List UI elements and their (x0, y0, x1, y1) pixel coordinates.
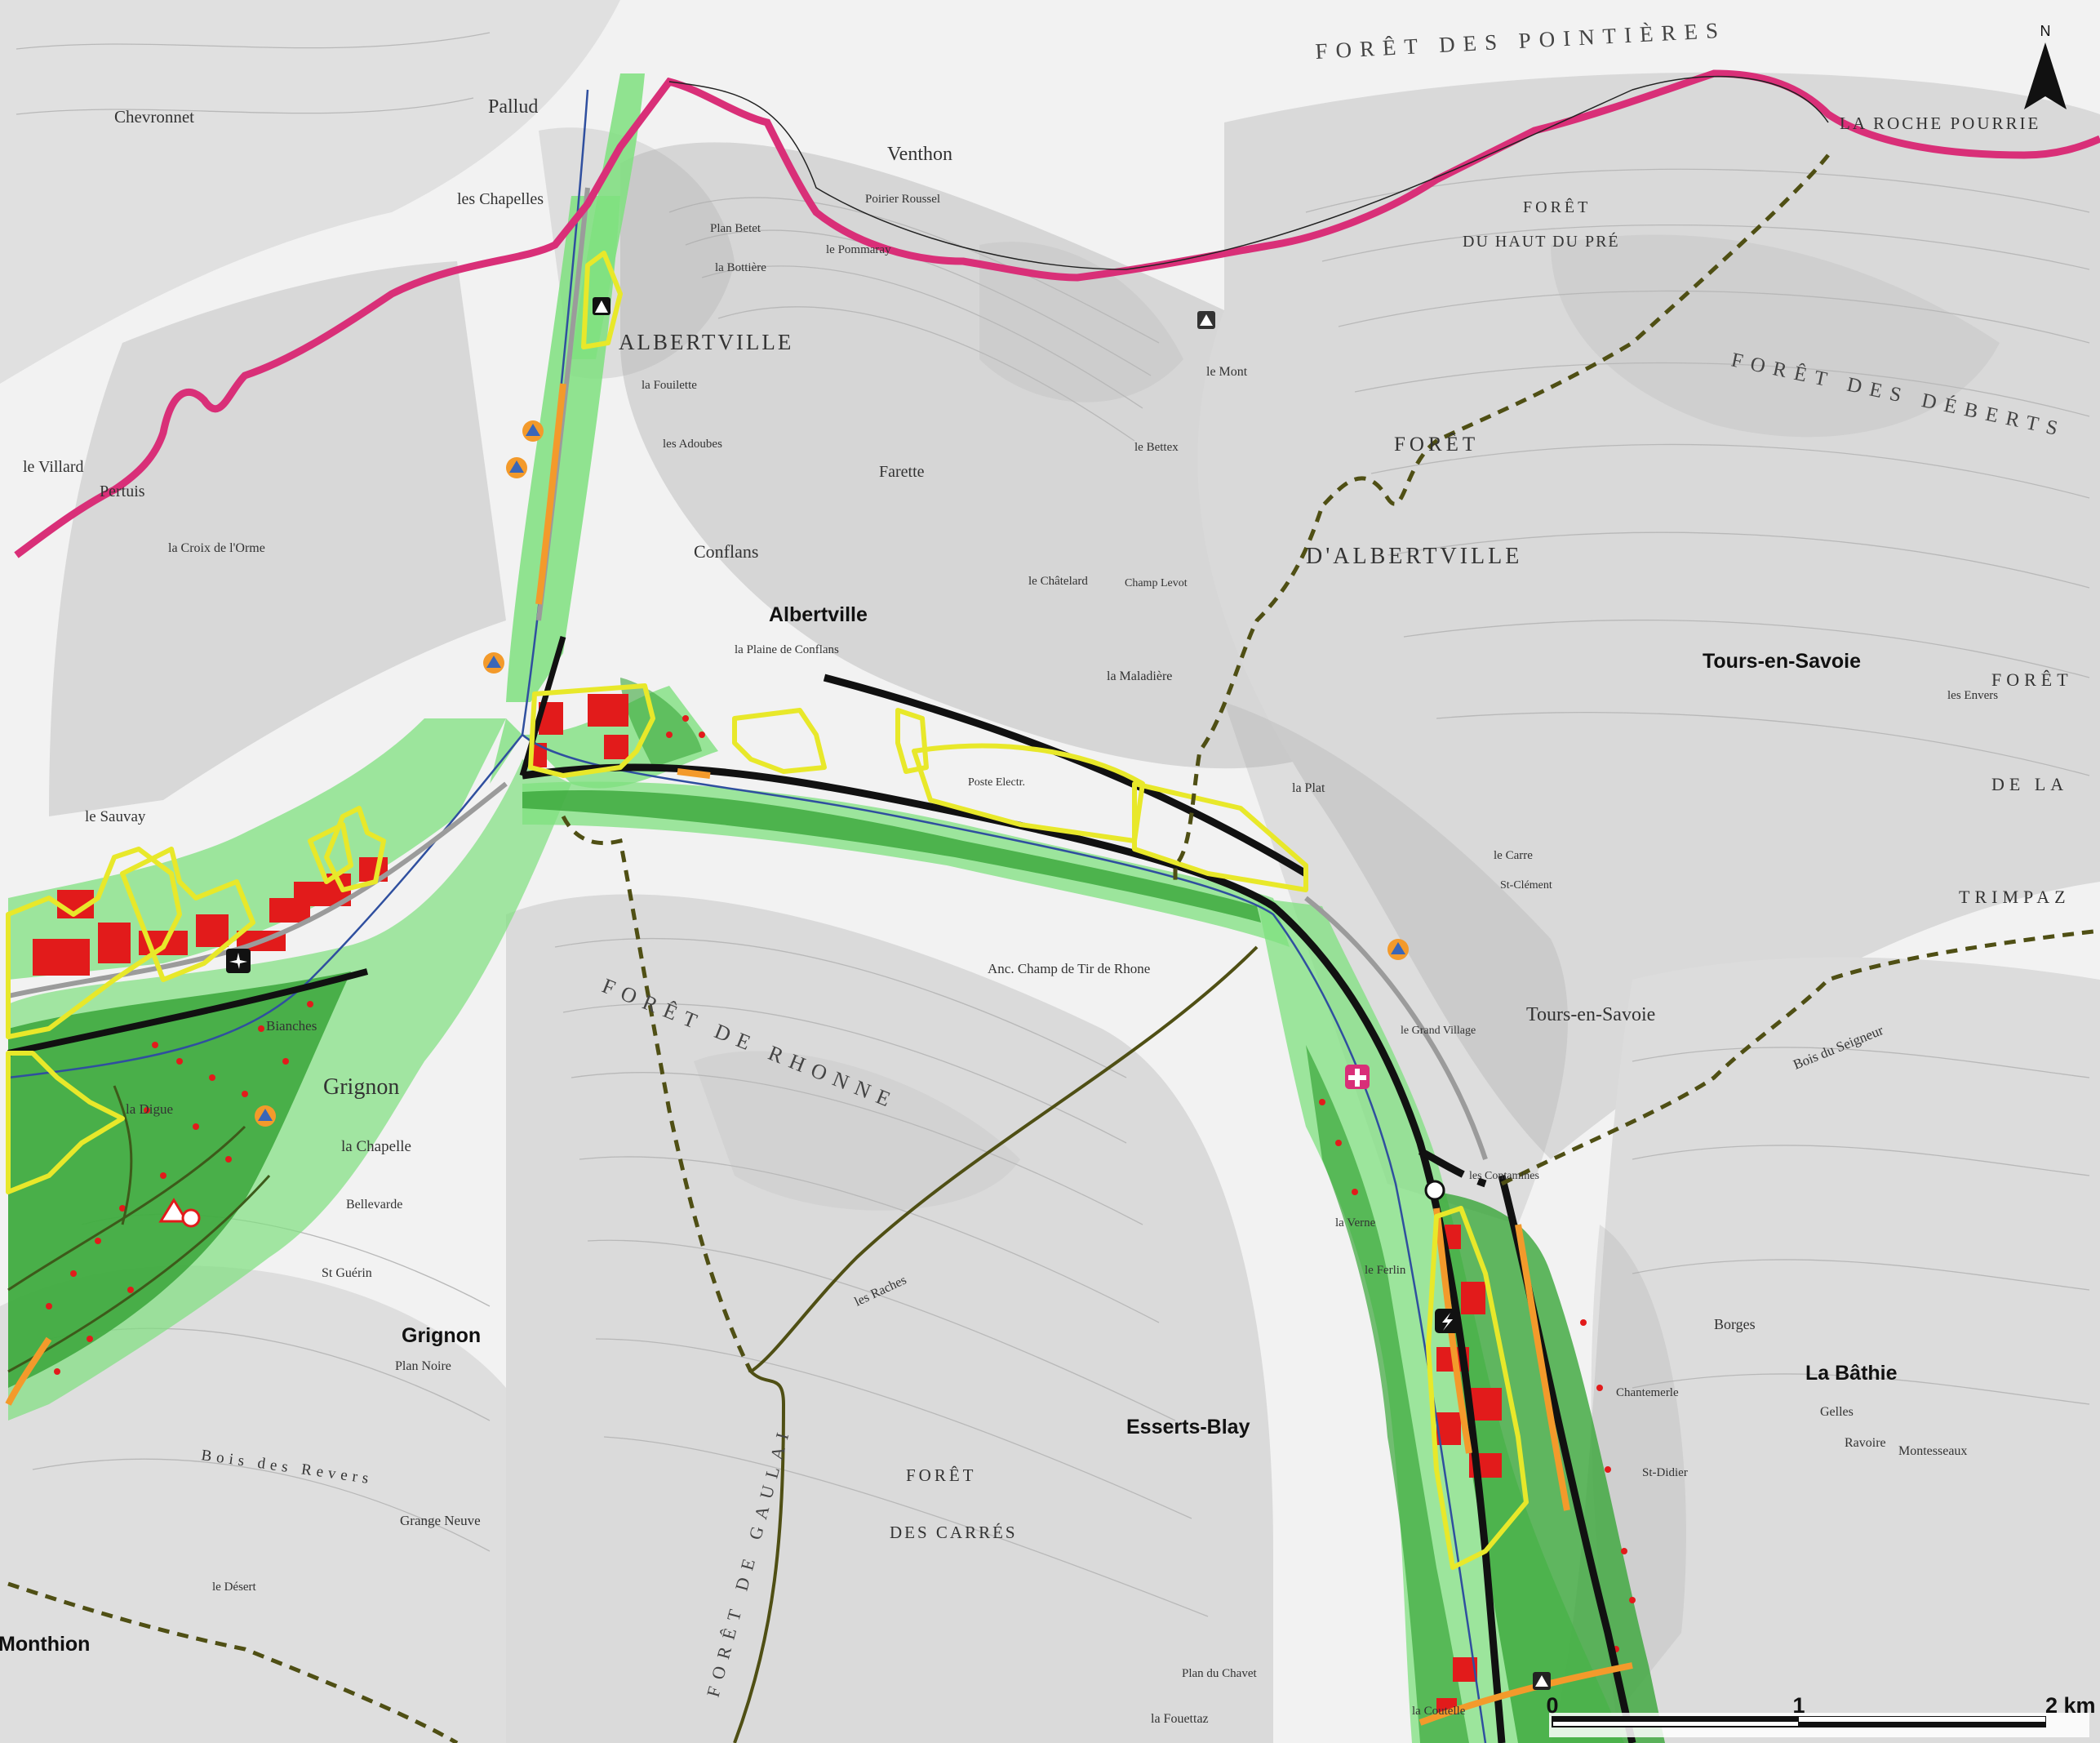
civil-protection-icon (483, 652, 504, 674)
label-les-adoubes: les Adoubes (663, 438, 722, 451)
label-foret-right: FORÊT (1991, 669, 2073, 690)
yellow-zones (6, 251, 1529, 1570)
label-poirier-roussel: Poirier Roussel (865, 193, 940, 206)
label-la-plaine-conflans: la Plaine de Conflans (735, 643, 839, 656)
scale-bar: 0 1 2 km (1546, 1693, 2096, 1737)
label-le-carre: le Carre (1494, 849, 1533, 862)
scale-label-0: 0 (1546, 1693, 1558, 1718)
label-trimpaz: TRIMPAZ (1959, 887, 2071, 907)
municipality-grignon: Grignon (402, 1324, 481, 1347)
label-la-roche-pourrie: LA ROCHE POURRIE (1840, 113, 2040, 133)
scale-label-1: 1 (1792, 1693, 1805, 1718)
label-plan-du-chavet: Plan du Chavet (1182, 1667, 1257, 1680)
roads (7, 187, 1636, 1743)
label-les-contamines: les Contamines (1469, 1170, 1539, 1182)
label-grange-neuve: Grange Neuve (400, 1513, 481, 1528)
label-le-ferlin: le Ferlin (1365, 1264, 1406, 1277)
power-station-icon (1435, 1309, 1459, 1333)
label-d-albertville: D'ALBERTVILLE (1306, 544, 1522, 569)
label-plan-betet: Plan Betet (710, 222, 761, 235)
label-la-fouettaz: la Fouettaz (1151, 1712, 1209, 1726)
label-montesseaux: Montesseaux (1898, 1444, 1967, 1458)
label-le-desert: le Désert (212, 1581, 257, 1594)
campsite-icon (593, 297, 610, 315)
label-chevronnet: Chevronnet (114, 107, 194, 127)
label-st-clement: St-Clément (1500, 879, 1552, 892)
north-arrow-label: N (2040, 23, 2051, 39)
airfield-icon (226, 949, 251, 973)
label-bianches: Bianches (266, 1018, 317, 1034)
label-st-didier: St-Didier (1642, 1466, 1688, 1479)
label-plan-noire: Plan Noire (395, 1359, 451, 1373)
label-la-fouilette: la Fouilette (642, 379, 697, 392)
label-les-chapelles: les Chapelles (457, 190, 544, 208)
label-le-chatelard: le Châtelard (1028, 575, 1088, 588)
label-albertville-big: ALBERTVILLE (619, 330, 793, 354)
civil-protection-icon (255, 1105, 276, 1127)
label-st-guerin: St Guérin (322, 1266, 372, 1280)
label-la-croix-orme: la Croix de l'Orme (168, 541, 265, 555)
urban-fabric (49, 127, 1686, 1714)
north-arrow: N (2024, 23, 2067, 109)
scale-label-2km: 2 km (2045, 1693, 2096, 1718)
regional-boundary-line (14, 69, 2100, 558)
label-le-sauvay: le Sauvay (85, 808, 146, 825)
label-le-villard: le Villard (23, 458, 84, 476)
label-venthon: Venthon (887, 144, 952, 165)
label-champ-levot: Champ Levot (1125, 577, 1188, 589)
label-le-mont: le Mont (1206, 365, 1248, 379)
tent-icon (1197, 311, 1215, 329)
label-la-bottiere: la Bottière (715, 261, 766, 274)
health-cross-icon (1345, 1065, 1370, 1089)
label-de-la: DE LA (1991, 774, 2068, 794)
municipality-tours-en-savoie: Tours-en-Savoie (1703, 650, 1861, 673)
label-la-plat: la Plat (1292, 781, 1325, 795)
label-foret-carres-2: DES CARRÉS (890, 1523, 1018, 1542)
label-le-bettex: le Bettex (1134, 441, 1179, 454)
label-foret-haut-pre-1: FORÊT (1523, 198, 1591, 216)
campsite-icon (1533, 1672, 1551, 1690)
label-foret-haut-pre-2: DU HAUT DU PRÉ (1463, 232, 1620, 251)
label-farette: Farette (879, 463, 925, 481)
label-la-coutelle: la Coutelle (1412, 1705, 1466, 1718)
label-les-envers: les Envers (1947, 689, 1998, 702)
fine-boundary-line (668, 75, 1829, 270)
label-grignon-town: Grignon (323, 1074, 399, 1100)
label-ravoire: Ravoire (1845, 1436, 1886, 1450)
hazard-warning-icon (158, 1198, 201, 1228)
label-foret-carres-1: FORÊT (906, 1465, 977, 1485)
municipality-la-bathie: La Bâthie (1805, 1362, 1898, 1385)
label-borges: Borges (1714, 1316, 1756, 1332)
label-la-maladiere: la Maladière (1107, 669, 1172, 683)
label-la-digue: la Digue (126, 1101, 173, 1117)
label-la-chapelle: la Chapelle (341, 1138, 411, 1155)
label-la-verne: la Verne (1335, 1216, 1376, 1229)
scattered-houses (46, 715, 1636, 1652)
municipality-monthion: Monthion (0, 1633, 90, 1656)
label-le-pommaray: le Pommaray (826, 243, 891, 256)
label-gelles: Gelles (1820, 1405, 1854, 1419)
label-le-grand-village: le Grand Village (1401, 1025, 1476, 1037)
label-poste-elec: Poste Electr. (968, 776, 1025, 789)
label-pallud: Pallud (488, 96, 538, 118)
label-champ-tir: Anc. Champ de Tir de Rhone (988, 961, 1150, 976)
label-bellevarde: Bellevarde (346, 1198, 402, 1212)
label-pertuis: Pertuis (100, 482, 145, 500)
civil-protection-icon (1387, 939, 1409, 960)
label-foret-communale: FORÊT (1394, 433, 1479, 456)
municipality-albertville: Albertville (769, 603, 868, 626)
civil-protection-icon (522, 420, 544, 442)
civil-protection-icon (506, 457, 527, 478)
municipal-boundaries (7, 153, 2100, 1743)
label-tours-village: Tours-en-Savoie (1526, 1004, 1655, 1025)
junction-marker-icon (1424, 1180, 1445, 1201)
label-conflans: Conflans (694, 541, 758, 562)
north-arrow-icon (2024, 42, 2067, 109)
label-chantemerle: Chantemerle (1616, 1386, 1679, 1399)
municipality-esserts-blay: Esserts-Blay (1126, 1416, 1250, 1438)
municipality-labels: Albertville Tours-en-Savoie Grignon Esse… (0, 603, 1898, 1656)
